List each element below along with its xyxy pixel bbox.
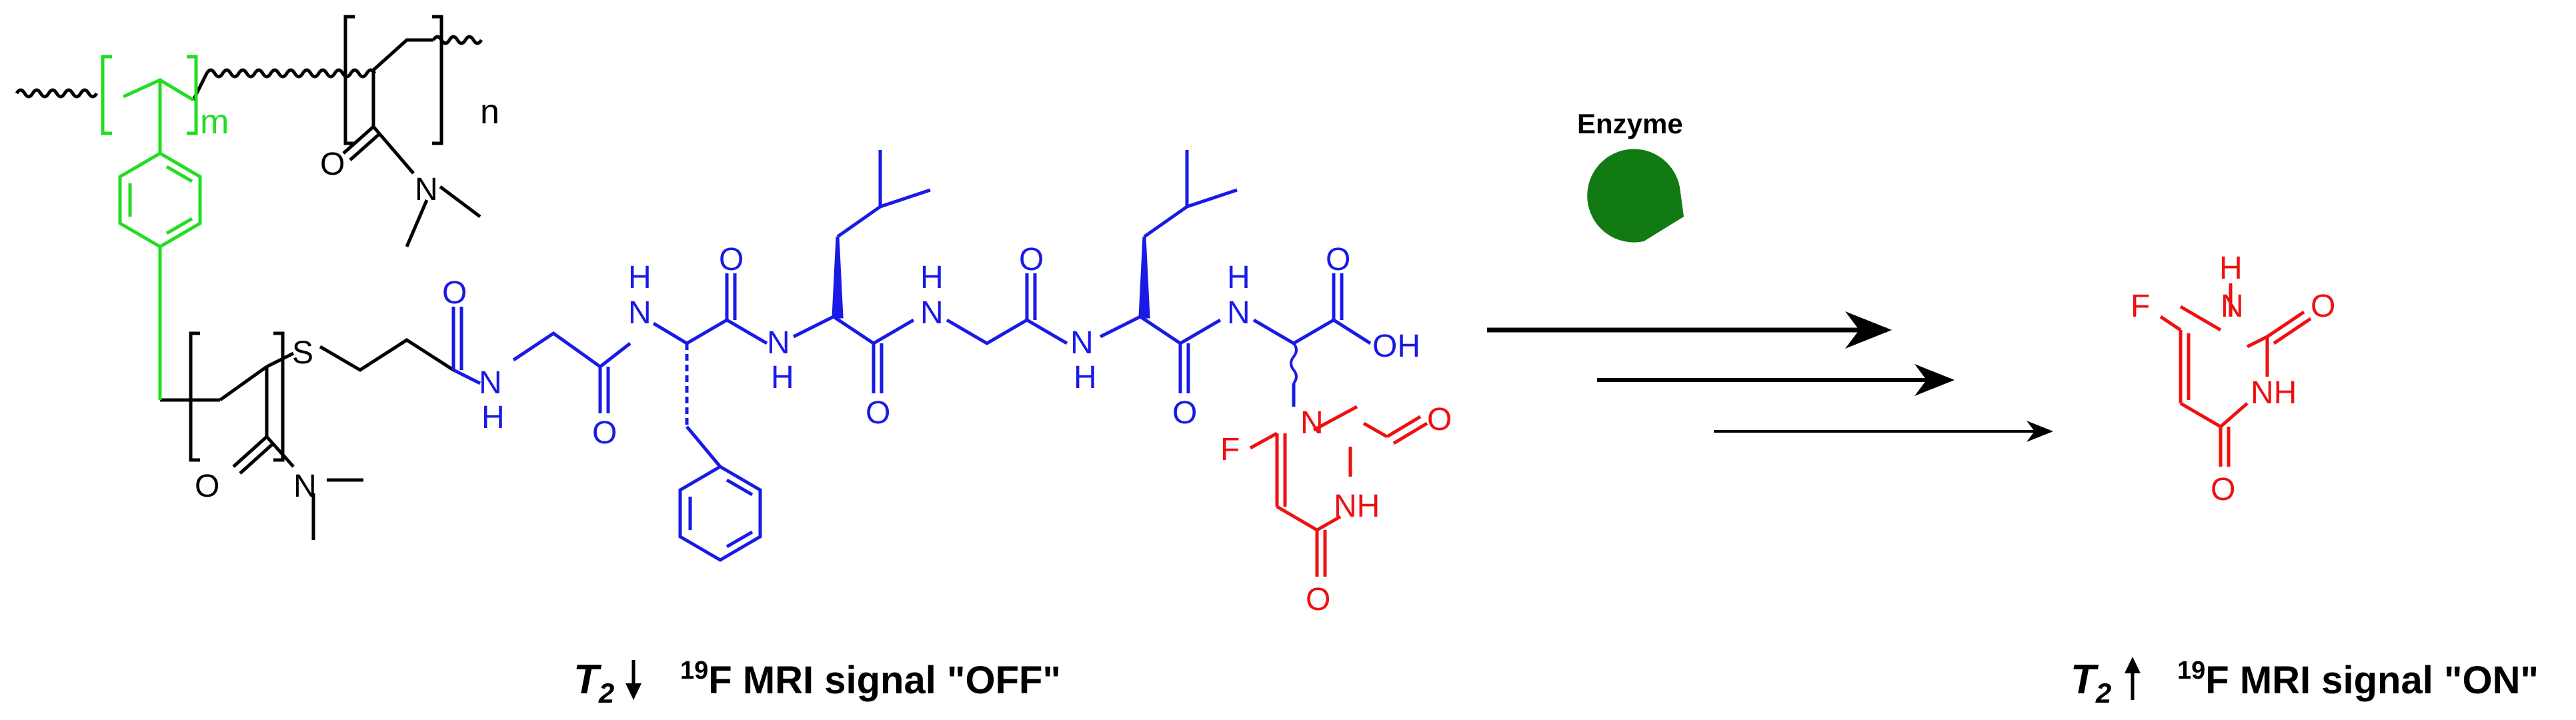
fu-free-O4: O	[2211, 472, 2235, 507]
fu-free-H: H	[2219, 251, 2243, 286]
bracket-bottom-left	[189, 331, 200, 462]
fluorouracil-free	[2159, 283, 2312, 467]
peptide-atom-2: H	[481, 400, 505, 435]
bracket-m-left	[101, 55, 112, 135]
polymer-amide-top-N: N	[415, 172, 438, 207]
reaction-arrows	[1487, 311, 2053, 442]
bracket-n-right	[432, 15, 443, 145]
fu-bound-N1: N	[1300, 405, 1324, 441]
peptide-atom-0: O	[442, 275, 467, 311]
peptide-atom-9: O	[866, 395, 890, 431]
peptide-atom-19: OH	[1372, 329, 1420, 364]
peptide-chain	[451, 150, 1372, 562]
peptide-atom-5: O	[592, 415, 617, 451]
fu-bound-F: F	[1220, 432, 1240, 467]
peptide-atom-17: N	[1227, 295, 1250, 331]
peptide-atom-3: H	[628, 260, 652, 295]
fluorouracil-bound	[1249, 405, 1428, 577]
wavy-bond-middle	[205, 68, 377, 79]
caption-left-sup: 19	[680, 657, 708, 685]
benzene-ring-green	[118, 151, 202, 249]
polymer-amide-top-O: O	[320, 147, 345, 182]
caption-right-T: T	[2071, 657, 2099, 703]
svg-text:T2: T2	[2071, 657, 2111, 709]
peptide-atom-4: N	[628, 295, 652, 331]
polymer-sub-n: n	[480, 93, 499, 131]
peptide-atom-16: H	[1227, 260, 1250, 295]
peptide-atom-10: H	[920, 260, 944, 295]
n-unit-chain	[372, 38, 433, 71]
enzyme-label: Enzyme	[1577, 108, 1683, 139]
svg-text:19F MRI signal "OFF": 19F MRI signal "OFF"	[680, 657, 1061, 702]
caption-right: T2 19F MRI signal "ON"	[2071, 657, 2539, 709]
polymer-sub-m: m	[200, 103, 229, 141]
caption-right-sup: 19	[2177, 657, 2205, 685]
fu-bound-O4: O	[1306, 582, 1330, 617]
svg-text:T2: T2	[573, 657, 614, 709]
fu-free-F: F	[2131, 289, 2150, 324]
peptide-atom-12: O	[1019, 242, 1044, 277]
bracket-m-right	[187, 55, 198, 135]
caption-right-text: F MRI signal "ON"	[2205, 659, 2539, 702]
polymer-sulfur: S	[292, 335, 313, 371]
peptide-atom-8: H	[771, 360, 794, 395]
fu-bound-NH3: NH	[1334, 489, 1380, 524]
fu-bound-O2: O	[1427, 402, 1452, 437]
svg-text:19F MRI signal "ON": 19F MRI signal "ON"	[2177, 657, 2539, 702]
polymer-amide-bottom-N: N	[293, 469, 317, 504]
caption-left-T: T	[573, 657, 602, 703]
styrene-unit	[101, 55, 202, 400]
wavy-bond-left	[15, 88, 99, 99]
fu-free-O2: O	[2311, 289, 2335, 324]
fu-free-N1: N	[2221, 289, 2244, 324]
caption-right-T-sub: 2	[2095, 677, 2111, 709]
peptide-atom-15: O	[1172, 395, 1197, 431]
enzyme-pacman-icon	[1587, 149, 1684, 243]
peptide-atom-14: H	[1074, 360, 1097, 395]
polymer-amide-bottom-O: O	[195, 469, 219, 504]
caption-left-T-sub: 2	[598, 677, 614, 709]
fu-free-NH3: NH	[2251, 375, 2297, 411]
peptide-atom-6: O	[719, 242, 744, 277]
bracket-bottom-right	[273, 331, 285, 462]
peptide-atom-1: N	[479, 365, 502, 401]
peptide-atom-13: N	[1070, 325, 1094, 361]
polymer-backbone	[15, 15, 483, 540]
peptide-atom-7: N	[767, 325, 790, 361]
peptide-atom-18: O	[1326, 242, 1350, 277]
caption-left: T2 19F MRI signal "OFF"	[573, 657, 1061, 709]
bracket-n-left	[343, 15, 355, 145]
benzene-ring-blue	[678, 465, 762, 562]
caption-left-text: F MRI signal "OFF"	[708, 659, 1061, 702]
peptide-atom-11: N	[920, 295, 944, 331]
